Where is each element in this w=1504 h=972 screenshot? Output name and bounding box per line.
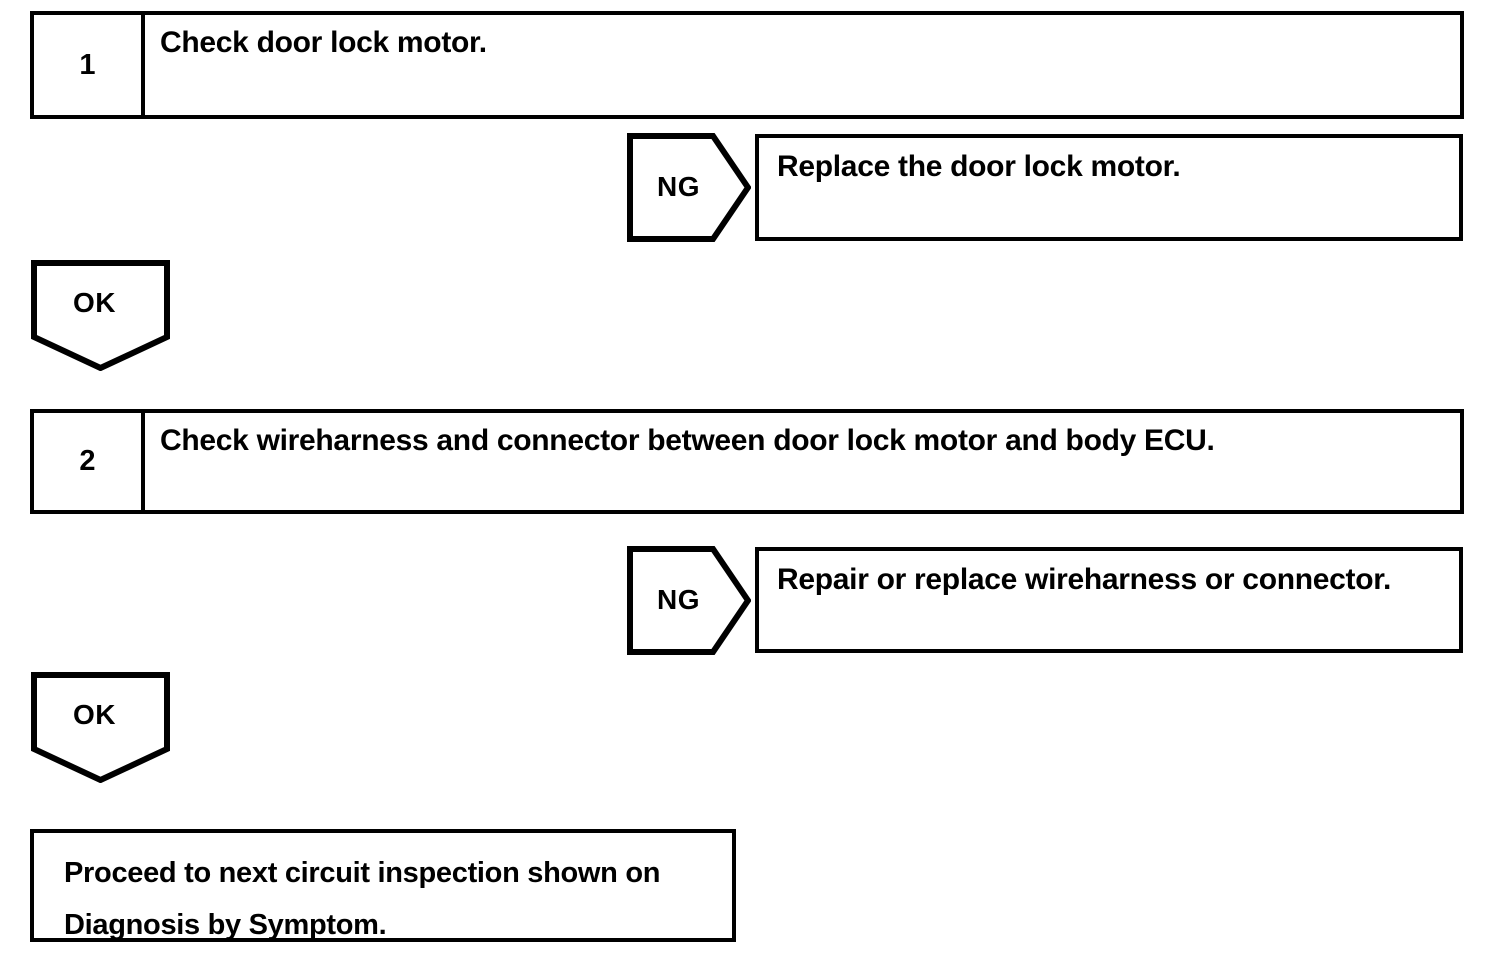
step-number-cell-2: 2	[34, 413, 145, 510]
ng-connector-1: NG	[627, 133, 751, 242]
ng-action-text-1: Replace the door lock motor.	[777, 150, 1181, 183]
ok-pentagon-shape-2	[31, 672, 170, 783]
ok-label-2: OK	[73, 699, 116, 730]
ng-label-1: NG	[657, 171, 700, 202]
ng-action-text-2: Repair or replace wireharness or connect…	[777, 563, 1392, 596]
final-outcome-box: Proceed to next circuit inspection shown…	[30, 829, 736, 942]
ng-label-2: NG	[657, 584, 700, 615]
ng-action-box-2: Repair or replace wireharness or connect…	[755, 547, 1463, 653]
ok-pentagon-shape-1	[31, 260, 170, 371]
step-instruction-1: Check door lock motor.	[160, 26, 487, 59]
step-number-cell-1: 1	[34, 15, 145, 115]
ok-label-1: OK	[73, 287, 116, 318]
ng-pentagon-shape-1	[627, 133, 751, 242]
step-number-2: 2	[79, 445, 96, 477]
step-box-1: 1 Check door lock motor.	[30, 11, 1464, 119]
ng-connector-2: NG	[627, 546, 751, 655]
ng-pentagon-shape-2	[627, 546, 751, 655]
ok-connector-2: OK	[31, 672, 170, 783]
ok-connector-1: OK	[31, 260, 170, 371]
ng-action-box-1: Replace the door lock motor.	[755, 134, 1463, 241]
final-outcome-line-2: Diagnosis by Symptom.	[64, 909, 387, 941]
step-number-1: 1	[79, 48, 96, 81]
final-outcome-line-1: Proceed to next circuit inspection shown…	[64, 857, 661, 889]
step-instruction-2: Check wireharness and connector between …	[160, 424, 1215, 457]
step-box-2: 2 Check wireharness and connector betwee…	[30, 409, 1464, 514]
